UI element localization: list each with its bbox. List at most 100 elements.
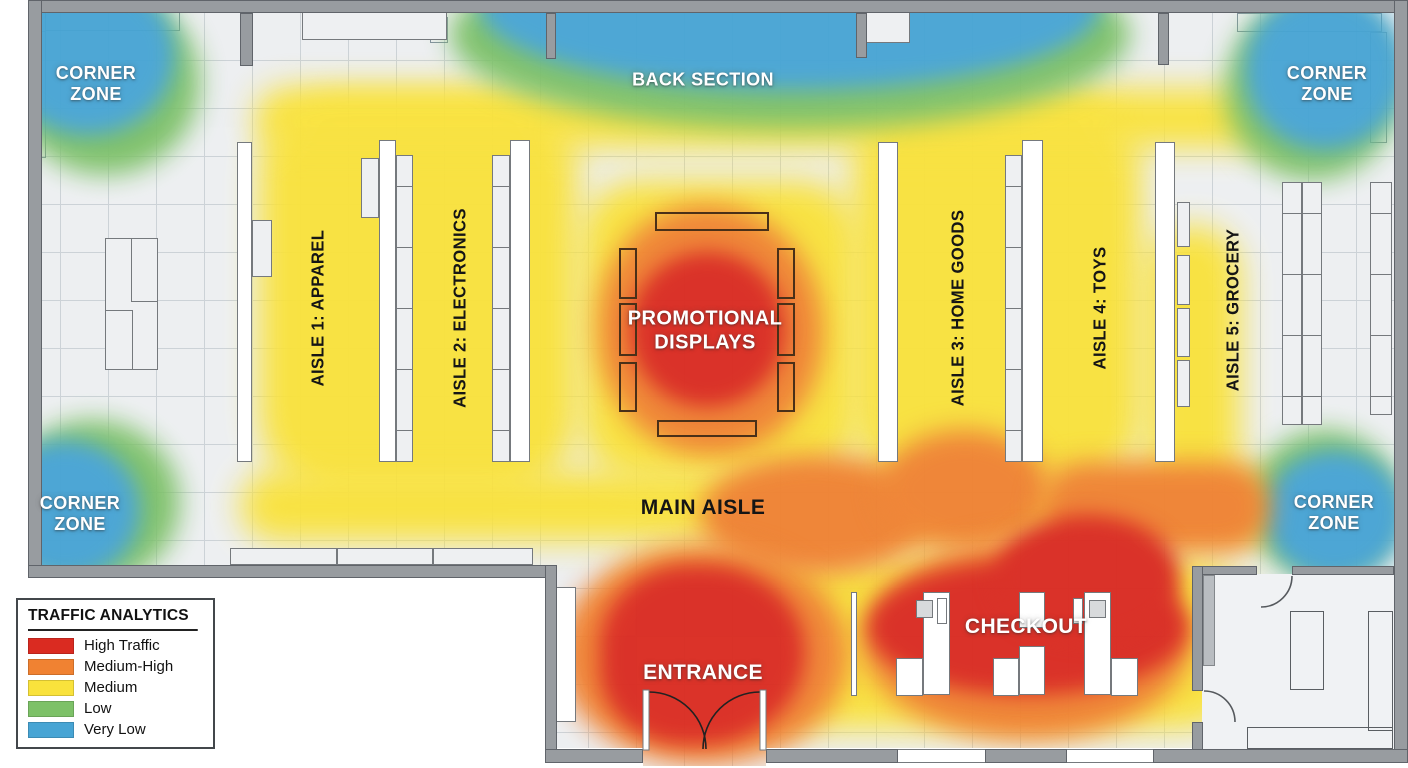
register-screen <box>1073 598 1083 624</box>
wall-left <box>28 0 42 578</box>
checkout-counter <box>1084 592 1111 695</box>
wall-bottom <box>766 749 898 763</box>
fixture-block-sub <box>131 238 158 302</box>
shelf-aisle2-end <box>361 158 379 218</box>
legend-swatch-medium-high <box>28 658 74 675</box>
shelf-aisle5-bin <box>1177 308 1190 357</box>
shelf-aisle5-bin <box>1177 202 1190 247</box>
legend-row-low: Low <box>28 700 203 717</box>
shelf-right-wall <box>1370 182 1392 415</box>
legend-label-high-traffic: High Traffic <box>84 637 160 654</box>
top-wall-shelf <box>863 12 910 43</box>
legend-swatch-low <box>28 700 74 717</box>
checkout-counter <box>1019 646 1045 695</box>
corner-line2: ZONE <box>1301 84 1353 104</box>
promo-display-table <box>657 420 757 437</box>
office-counter <box>1247 727 1393 749</box>
promo-display-rack <box>777 248 795 299</box>
shelf-aisle2 <box>379 140 396 462</box>
shelf-aisle3-right <box>878 142 898 462</box>
corner-line1: CORNER <box>39 492 121 513</box>
promo-line1: PROMOTIONAL <box>627 307 783 330</box>
bottom-shelf <box>337 548 433 565</box>
heat-verylow-corner-tr <box>1245 12 1394 150</box>
zone-label-entrance: ENTRANCE <box>643 661 763 684</box>
shelf-aisle4-segments <box>1005 155 1022 462</box>
register-screen <box>937 598 947 624</box>
legend-title: TRAFFIC ANALYTICS <box>28 607 198 631</box>
legend-row-medium: Medium <box>28 679 203 696</box>
wall-bottom-left-section <box>28 565 557 578</box>
aisle-label-5: AISLE 5: GROCERY <box>1222 228 1243 392</box>
shelf-grocery-left <box>1282 182 1302 425</box>
shelf-grocery-right <box>1302 182 1322 425</box>
legend-row-high: High Traffic <box>28 637 203 654</box>
shelf-aisle5-bin <box>1177 360 1190 407</box>
checkout-counter-base <box>993 658 1019 696</box>
wall-bottom <box>985 749 1067 763</box>
shelf-aisle1-end <box>252 220 272 277</box>
pillar <box>546 13 556 59</box>
bottom-shelf <box>433 548 533 565</box>
shelf-aisle5-bin <box>1177 255 1190 305</box>
legend-swatch-very-low <box>28 721 74 738</box>
promo-display-table <box>655 212 769 231</box>
legend-label-medium: Medium <box>84 679 138 696</box>
shelf-aisle5 <box>1155 142 1175 462</box>
zone-label-corner-br: CORNER ZONE <box>1294 492 1374 534</box>
promo-line2: DISPLAYS <box>654 331 756 353</box>
wall-extension-left <box>545 565 557 763</box>
extension-shelf <box>556 587 576 722</box>
storefront-window <box>1067 749 1153 763</box>
office-wall-top <box>1292 566 1394 575</box>
heat-medium-aisle12 <box>258 95 578 495</box>
wall-top <box>28 0 1408 13</box>
legend-swatch-high-traffic <box>28 637 74 654</box>
promo-display-rack <box>619 362 637 412</box>
pillar <box>856 13 867 58</box>
checkout-counter-top <box>1019 592 1045 628</box>
zone-label-main-aisle: MAIN AISLE <box>640 496 766 519</box>
wall-bottom <box>545 749 643 763</box>
promo-display-rack <box>619 248 637 299</box>
fixture-block-sub <box>105 310 133 370</box>
checkout-counter-base <box>1111 658 1138 696</box>
corner-line1: CORNER <box>1286 62 1368 83</box>
heat-high-promo <box>630 252 785 407</box>
checkout-counter-base <box>896 658 923 696</box>
pillar <box>1158 13 1169 65</box>
corner-line1: CORNER <box>1293 491 1375 512</box>
shelf-aisle3 <box>510 140 530 462</box>
aisle-label-1: AISLE 1: APPAREL <box>307 229 328 387</box>
queue-divider <box>851 592 857 696</box>
aisle-label-4: AISLE 4: TOYS <box>1089 246 1110 370</box>
legend-label-low: Low <box>84 700 112 717</box>
heat-medium-aisle34 <box>852 95 1142 495</box>
promo-display-rack <box>777 303 795 356</box>
register-terminal <box>916 600 933 618</box>
shelf-aisle2-segments <box>396 155 413 462</box>
office-inner-wall <box>1203 575 1215 666</box>
legend-panel: TRAFFIC ANALYTICS High Traffic Medium-Hi… <box>16 598 215 749</box>
aisle-label-2: AISLE 2: ELECTRONICS <box>449 208 470 408</box>
legend-row-very-low: Very Low <box>28 721 203 738</box>
zone-label-corner-tl: CORNER ZONE <box>56 63 136 105</box>
promo-display-rack <box>777 362 795 412</box>
wall-bottom <box>1153 749 1408 763</box>
office-table <box>1290 611 1324 690</box>
office-counter <box>1368 611 1393 731</box>
corner-line1: CORNER <box>55 62 137 83</box>
shelf-aisle4 <box>1022 140 1043 462</box>
pillar <box>240 13 253 66</box>
aisle-label-3: AISLE 3: HOME GOODS <box>947 209 968 407</box>
zone-label-promo: PROMOTIONAL DISPLAYS <box>628 307 782 354</box>
corner-line2: ZONE <box>1308 513 1360 533</box>
shelf-aisle3-segments <box>492 155 510 462</box>
legend-swatch-medium <box>28 679 74 696</box>
shelf-aisle1 <box>237 142 252 462</box>
zone-label-corner-tr: CORNER ZONE <box>1287 63 1367 105</box>
wall-right <box>1394 0 1408 763</box>
heat-verylow-corner-br <box>1265 450 1394 580</box>
legend-label-medium-high: Medium-High <box>84 658 174 675</box>
